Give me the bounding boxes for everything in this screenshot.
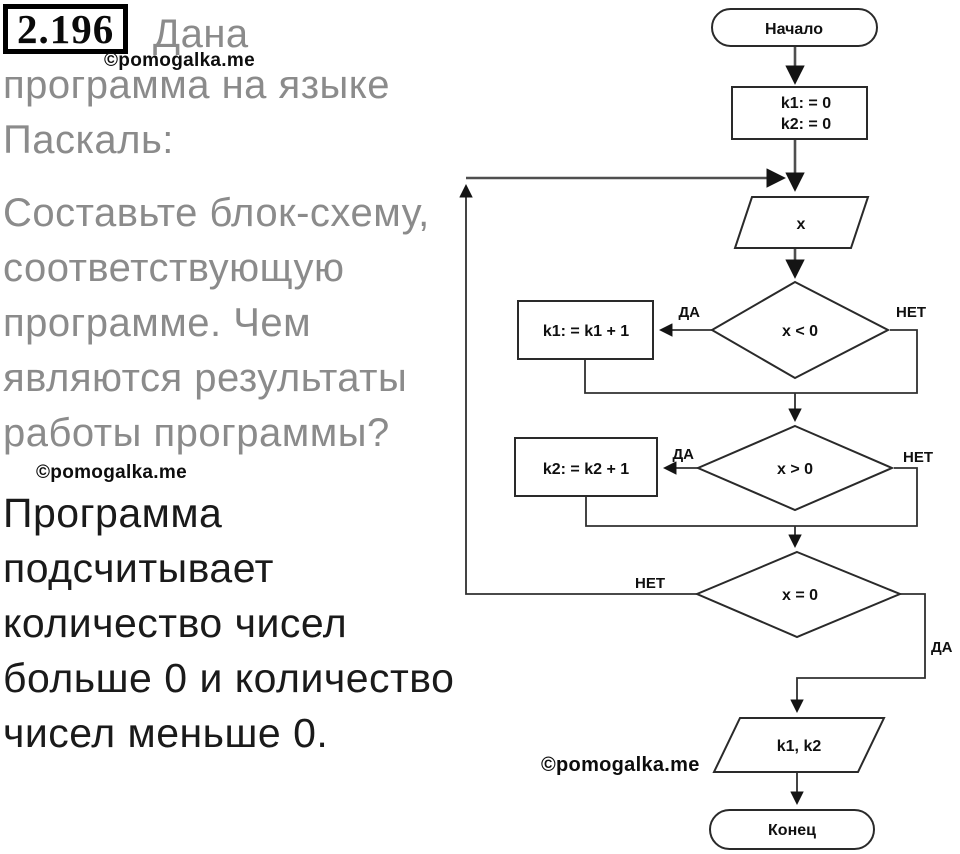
problem-question-paragraph: Составьте блок-схему, соответствующую пр… — [3, 186, 430, 461]
decision2-diamond — [695, 424, 895, 512]
init-process-box — [731, 86, 868, 140]
text-line: Паскаль: — [3, 118, 174, 162]
text-line: количество чисел — [3, 600, 348, 646]
decision1-diamond — [710, 280, 891, 380]
decision3-yes-label: ДА — [931, 639, 953, 656]
end-label: Конец — [768, 822, 816, 839]
output-label: k1, k2 — [777, 738, 822, 755]
answer-paragraph: Программа подсчитывает количество чисел … — [3, 486, 454, 761]
connector-decision3-yes — [790, 593, 926, 714]
flowchart-connectors — [459, 46, 926, 806]
output-parallelogram — [712, 717, 886, 773]
problem-lead-word: Дана — [153, 12, 249, 56]
process1-box — [517, 300, 654, 360]
decision1-yes-label: ДА — [678, 304, 700, 321]
init-line-2: k2: = 0 — [781, 116, 831, 133]
decision3-diamond — [694, 550, 903, 639]
flowchart-labels: Начало k1: = 0 k2: = 0 x x < 0 k1: = k1 … — [543, 21, 953, 839]
process2-box — [514, 437, 658, 497]
decision1-label: x < 0 — [782, 323, 818, 340]
watermark-top: ©pomogalka.me — [104, 50, 255, 71]
decision3-label: x = 0 — [782, 587, 818, 604]
problem-number-box: 2.196 — [3, 4, 129, 54]
text-line: больше 0 и количество — [3, 655, 455, 701]
process1-label: k1: = k1 + 1 — [543, 323, 629, 340]
init-line-1: k1: = 0 — [781, 95, 831, 112]
problem-number: 2.196 — [17, 6, 115, 52]
text-line: Программа — [3, 490, 223, 536]
end-terminator — [709, 809, 875, 850]
decision2-label: x > 0 — [777, 461, 813, 478]
start-label: Начало — [765, 21, 823, 38]
watermark-bottom: ©pomogalka.me — [541, 754, 700, 776]
connector-decision3-no-loop — [459, 183, 697, 595]
process2-label: k2: = k2 + 1 — [543, 461, 629, 478]
input-label: x — [797, 216, 806, 233]
text-line: соответствующую — [3, 246, 345, 290]
decision2-yes-label: ДА — [672, 446, 694, 463]
watermark-middle: ©pomogalka.me — [36, 462, 187, 483]
connector-merge1 — [584, 329, 918, 394]
text-line: Составьте блок-схему, — [3, 191, 430, 235]
text-line: подсчитывает — [3, 545, 274, 591]
text-line: программе. Чем — [3, 301, 312, 345]
connector-merge2 — [585, 467, 918, 527]
flowchart-shapes — [514, 8, 903, 850]
input-parallelogram — [733, 196, 870, 249]
text-line: работы программы? — [3, 411, 390, 455]
decision3-no-label: НЕТ — [635, 575, 665, 592]
text-line: являются результаты — [3, 356, 408, 400]
text-line: чисел меньше 0. — [3, 710, 329, 756]
decision2-no-label: НЕТ — [903, 449, 933, 466]
decision1-no-label: НЕТ — [896, 304, 926, 321]
text-line: программа на языке — [3, 63, 390, 107]
start-terminator — [711, 8, 878, 47]
problem-lead-paragraph: программа на языке Паскаль: — [3, 58, 390, 168]
